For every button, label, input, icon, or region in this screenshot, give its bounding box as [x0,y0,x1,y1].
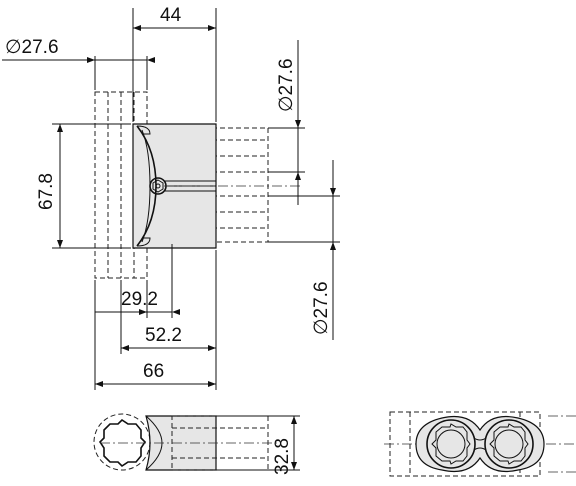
dim-29-2-label: 29.2 [121,289,158,310]
dimension-52-2: 52.2 [120,250,217,354]
bottom-view: 32.8 [93,413,300,475]
front-view [94,91,300,279]
dim-44-label: 44 [160,5,182,26]
dimension-66: 66 [94,280,217,390]
side-view [384,411,576,477]
dimension-left-diameter: ∅27.6 [2,37,155,90]
dimension-29-2: 29.2 [95,244,180,318]
dim-32-8-label: 32.8 [272,438,293,475]
dimension-bottom-diameter: ∅27.6 [268,160,340,340]
dim-bottom-diameter-label: ∅27.6 [311,281,332,335]
dim-right-diameter-upper-label: ∅27.6 [276,58,297,112]
dim-67-8-label: 67.8 [36,173,57,210]
dimension-44: 44 [132,5,217,122]
dim-52-2-label: 52.2 [145,325,182,346]
dim-66-label: 66 [143,361,164,382]
dim-left-diameter-label: ∅27.6 [5,37,59,58]
dimension-right-diameter-upper: ∅27.6 [268,40,305,205]
dimension-67-8: 67.8 [36,123,131,249]
